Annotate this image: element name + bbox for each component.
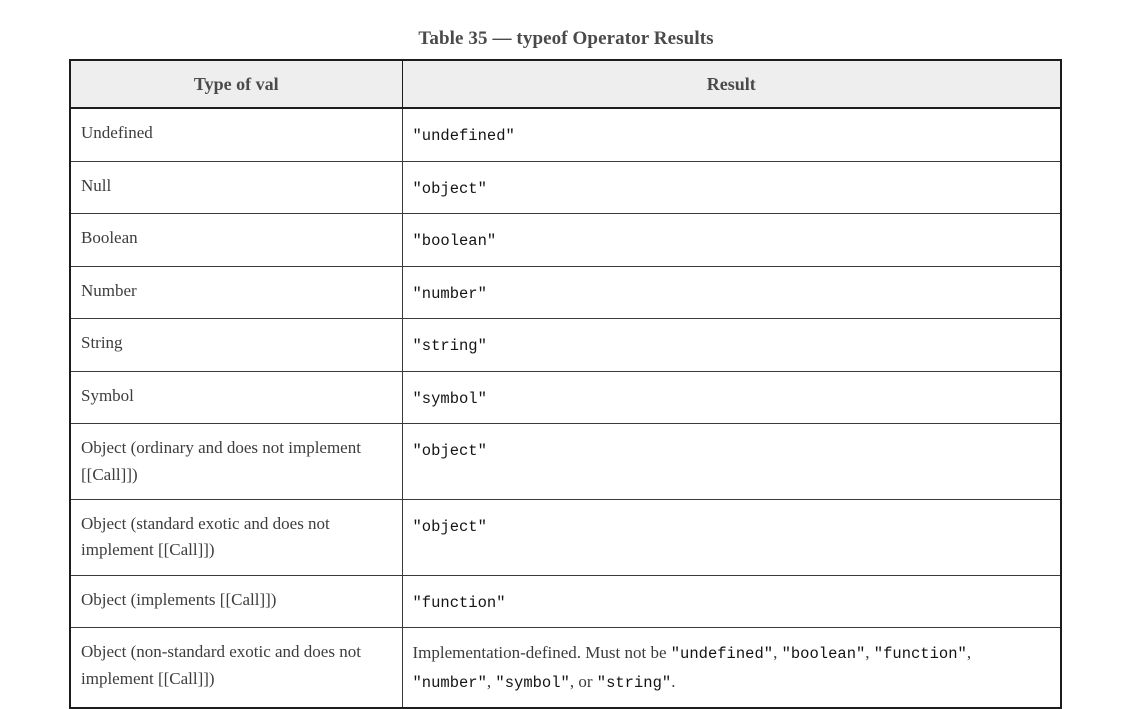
table-body: Undefined "undefined" Null "object" Boolean "… [70, 108, 1061, 709]
table-row: Number "number" [70, 266, 1061, 320]
table-row: Object (standard exotic and does not imp… [70, 499, 1061, 576]
table-header-row: Type of val Result [70, 60, 1061, 109]
result-prose: . [671, 671, 676, 691]
cell-type-of-val: Object (standard exotic and does not imp… [70, 499, 403, 576]
code-literal: "object" [412, 442, 487, 461]
result-prose: , [865, 643, 874, 663]
cell-type-of-val: Object (non-standard exotic and does not… [70, 627, 403, 709]
code-literal: "string" [412, 337, 487, 356]
code-literal: "number" [412, 673, 487, 692]
result-prose: , [966, 643, 972, 663]
code-literal: "function" [412, 593, 506, 612]
cell-result: "object" [402, 423, 1061, 501]
code-literal: "symbol" [495, 673, 570, 692]
result-prose: Implementation-defined. Must not be [412, 643, 671, 663]
cell-result: "function" [402, 575, 1061, 629]
clipped-paragraph-line [0, 0, 1132, 3]
table-row: Undefined "undefined" [70, 108, 1061, 162]
code-literal: "number" [412, 284, 487, 303]
table-row: Boolean "boolean" [70, 213, 1061, 267]
table-row: Object (implements [[Call]]) "function" [70, 575, 1061, 629]
code-literal: "undefined" [412, 127, 515, 145]
code-literal: "object" [412, 518, 487, 537]
cell-type-of-val: Symbol [70, 371, 403, 425]
column-header-result: Result [402, 60, 1061, 109]
cell-type-of-val: Boolean [70, 213, 403, 267]
table-row: Object (non-standard exotic and does not… [70, 627, 1061, 709]
table-header: Type of val Result [70, 60, 1061, 109]
cell-result: "string" [402, 318, 1061, 372]
table-row: Object (ordinary and does not implement … [70, 423, 1061, 501]
table-caption: Table 35 — typeof Operator Results [418, 28, 714, 49]
table-row: Symbol "symbol" [70, 371, 1061, 425]
code-literal: "boolean" [412, 232, 497, 251]
cell-result: Implementation-defined. Must not be "und… [402, 627, 1061, 709]
typeof-operator-results-table: Type of val Result Undefined "undefined" N… [69, 59, 1062, 709]
column-header-type-of-val: Type of val [70, 60, 403, 109]
result-prose: , [773, 643, 782, 663]
code-literal: "object" [412, 179, 487, 198]
result-prose: , or [569, 671, 597, 691]
cell-result: "object" [402, 499, 1061, 576]
cell-result: "symbol" [402, 371, 1061, 425]
cell-result: "undefined" [402, 108, 1061, 162]
code-literal: "symbol" [412, 389, 487, 408]
cell-type-of-val: String [70, 318, 403, 372]
cell-type-of-val: Null [70, 161, 403, 215]
cell-result: "boolean" [402, 213, 1061, 267]
code-literal: "string" [596, 673, 672, 692]
code-literal: "function" [873, 645, 967, 664]
result-prose: , [486, 671, 496, 691]
code-literal: "undefined" [670, 645, 774, 664]
cell-type-of-val: Object (ordinary and does not implement … [70, 423, 403, 501]
cell-result: "number" [402, 266, 1061, 320]
cell-type-of-val: Object (implements [[Call]]) [70, 575, 403, 629]
cell-type-of-val: Undefined [70, 108, 403, 162]
cell-type-of-val: Number [70, 266, 403, 320]
table-row: String "string" [70, 318, 1061, 372]
table-row: Null "object" [70, 161, 1061, 215]
code-literal: "boolean" [781, 645, 866, 664]
cell-result: "object" [402, 161, 1061, 215]
